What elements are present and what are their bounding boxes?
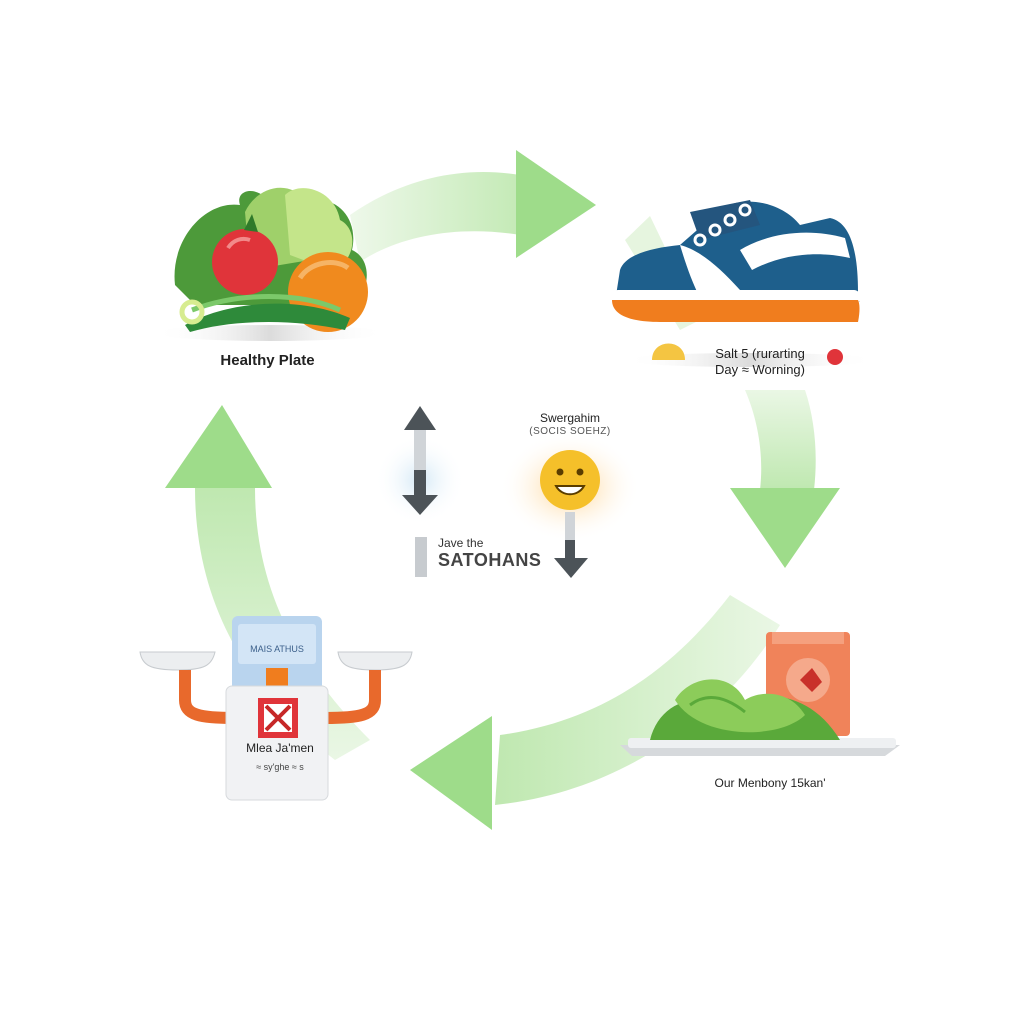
scale-subtitle: ≈ sy'ghe ≈ s bbox=[256, 762, 304, 772]
arrow-top bbox=[350, 150, 596, 262]
leafy-greens-icon bbox=[620, 632, 900, 756]
center-bottom-small: Jave the bbox=[438, 536, 484, 550]
shoe-label-line2: Day ≈ Worning) bbox=[715, 362, 805, 377]
center-top-line2: (SOCIS SOEHZ) bbox=[529, 426, 611, 437]
center-top-line1: Swergahim bbox=[539, 411, 601, 425]
scale-icon bbox=[139, 616, 413, 801]
healthy-plate-label: Healthy Plate bbox=[220, 352, 315, 369]
smiley-icon bbox=[500, 432, 640, 578]
shoe-accessories bbox=[625, 343, 875, 367]
up-down-arrow-icon bbox=[375, 406, 465, 525]
center-bottom-big: SATOHANS bbox=[438, 550, 542, 570]
shoe-label: Salt 5 (rurarting Day ≈ Worning) bbox=[690, 346, 830, 378]
shoe-label-line1: Salt 5 (rurarting bbox=[715, 346, 805, 361]
divider-bar bbox=[415, 537, 427, 577]
center-top-label: Swergahim (SOCIS SOEHZ) bbox=[490, 411, 650, 439]
center-bottom-label: Jave the SATOHANS bbox=[438, 536, 558, 571]
scale-screen-text: MAIS ATHUS bbox=[250, 644, 304, 654]
arrow-right bbox=[730, 390, 840, 568]
arrow-bottom bbox=[410, 595, 780, 830]
scale-title: Mlea Ja'men bbox=[246, 741, 314, 755]
vegetables-label: Our Menbony 15kan' bbox=[714, 776, 826, 790]
sneaker-icon bbox=[612, 200, 860, 322]
vegetables-icon bbox=[155, 187, 385, 341]
